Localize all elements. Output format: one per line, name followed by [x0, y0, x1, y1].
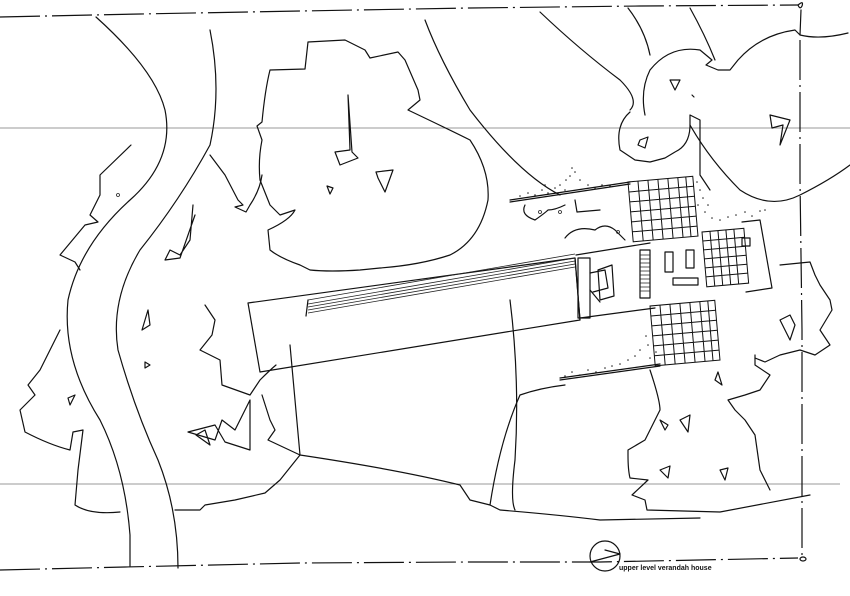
north-point-symbol: [589, 540, 621, 572]
tree-canopy: [19, 144, 132, 514]
tree-canopy: [256, 39, 489, 272]
tree-canopy: [618, 29, 801, 191]
house-main-wing: [247, 253, 581, 373]
verandah-deck-east: [701, 227, 750, 288]
drawing-caption: upper level verandah house: [619, 565, 712, 572]
site-boundary: [0, 2, 849, 571]
verandah-deck-north: [627, 175, 699, 243]
tree-canopy: [627, 261, 833, 513]
verandah-deck-south: [649, 299, 721, 367]
stippled-planting: [519, 167, 766, 377]
house-core: [574, 242, 699, 321]
garden-bed: [289, 344, 701, 521]
tree-canopy: [141, 154, 301, 511]
east-room: [741, 219, 773, 293]
roof-lines: [305, 253, 576, 317]
terrace-walls: [509, 181, 661, 381]
contour-lines: [424, 7, 850, 511]
stair: [639, 249, 651, 299]
sheet-fold-lines: [0, 127, 850, 485]
winding-driveway: [66, 16, 217, 569]
